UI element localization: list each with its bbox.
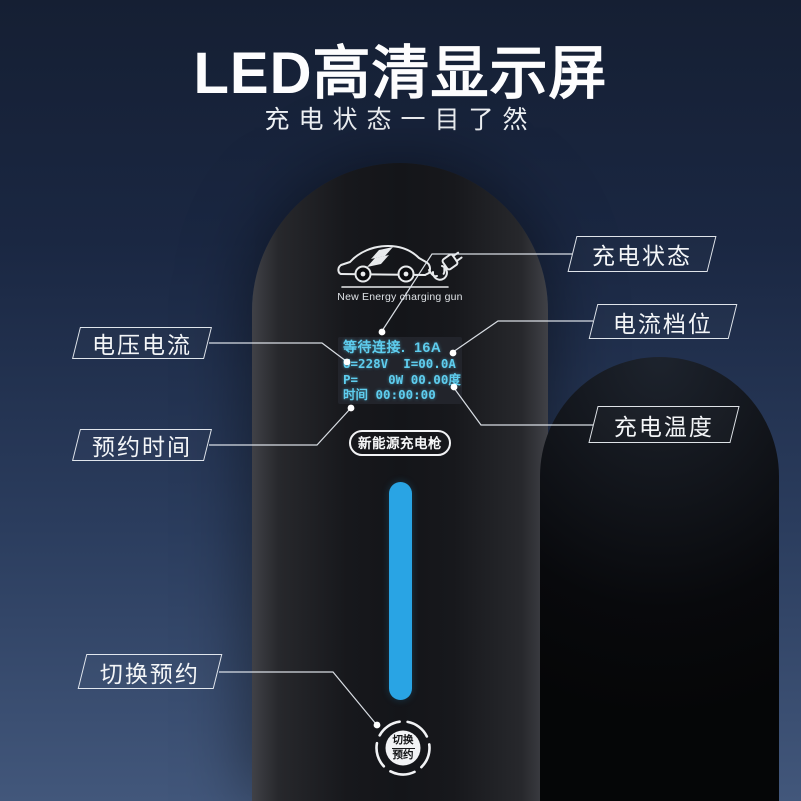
charging-plug-icon [441, 251, 463, 275]
lcd-line-time: 时间 00:00:00 [343, 387, 436, 402]
button-label-bottom: 预约 [392, 749, 414, 761]
lcd-display: 等待连接. 16A U=228V I=00.0A P= 0W 00.00度 时间… [338, 337, 462, 404]
callout-reserve-time: 预约时间 [72, 429, 212, 461]
callout-label: 电压电流 [92, 332, 192, 358]
lightning-bolt-icon [371, 247, 393, 259]
callout-label: 充电温度 [614, 413, 714, 440]
lcd-line-status: 等待连接. 16A [343, 339, 442, 355]
ev-car-charging-icon [337, 245, 463, 288]
callout-charge-temp: 充电温度 [588, 406, 740, 443]
callout-charge-status: 充电状态 [567, 236, 717, 272]
callout-label: 预约时间 [92, 434, 192, 460]
button-ring-icon [375, 720, 431, 776]
led-light-bar [389, 482, 412, 700]
brand-badge: 新能源充电枪 [349, 430, 451, 456]
callout-current-level: 电流档位 [588, 304, 738, 339]
charger-face-panel [540, 357, 779, 801]
page-subtitle: 充电状态一目了然 [264, 106, 537, 134]
callout-label: 充电状态 [592, 243, 692, 269]
lcd-line-power-energy: P= 0W 00.00度 [343, 371, 461, 387]
callout-label: 电流档位 [613, 310, 713, 337]
device-caption: New Energy charging gun [337, 291, 463, 303]
callout-voltage-current: 电压电流 [72, 327, 212, 359]
page-title: LED高清显示屏 [193, 41, 608, 106]
switch-reserve-button[interactable]: 切换 预约 [370, 715, 436, 781]
callout-label: 切换预约 [100, 660, 200, 687]
button-label-top: 切换 [391, 734, 415, 749]
callout-switch-reserve: 切换预约 [77, 654, 223, 689]
lcd-line-voltage-current: U=228V I=00.0A [343, 356, 456, 371]
button-label: 切换 预约 [370, 715, 436, 781]
